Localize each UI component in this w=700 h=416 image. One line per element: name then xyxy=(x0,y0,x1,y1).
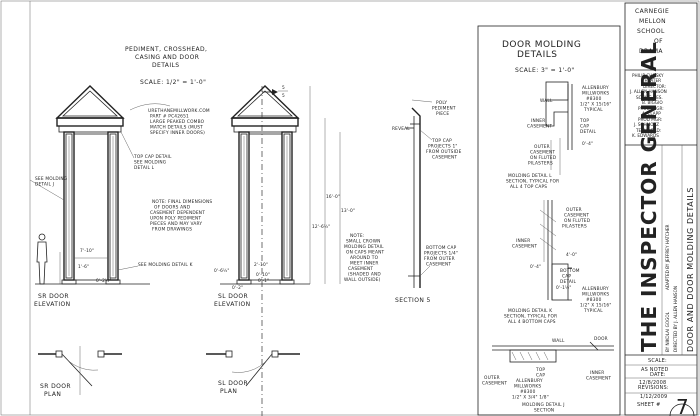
dim-16-0: 16'-0" xyxy=(326,194,340,200)
show-title: THE INSPECTOR GENERAL xyxy=(637,41,661,352)
pediment-scale: SCALE: 1/2" = 1'-0" xyxy=(140,79,206,86)
see-molding-k-note: SEE MOLDING DETAIL K xyxy=(138,262,193,268)
title-block-frame xyxy=(624,2,698,416)
dim-7-10: 7'-10" xyxy=(80,248,94,254)
sr-door-plan xyxy=(38,346,122,395)
dim-13-0: 13'-0" xyxy=(341,208,355,214)
dim-0-4-l: 0'-4" xyxy=(582,141,593,147)
dim-0-1: 0'-1" xyxy=(258,278,269,284)
scale-figure xyxy=(36,233,48,285)
sheet-number: 7 xyxy=(676,395,689,416)
molding-detail-l-drawing xyxy=(545,81,573,175)
sr-dimensions xyxy=(59,252,108,284)
dim-0-2: 0'-2" xyxy=(232,285,243,291)
sheet-title: DOOR AND DOOR MOLDING DETAILS xyxy=(686,187,695,352)
wall-label-j: WALL xyxy=(552,338,565,344)
section-marker-bottom: 5 xyxy=(282,93,285,99)
sl-door-plan xyxy=(206,350,300,387)
molding-detail-k-drawing xyxy=(539,200,572,301)
sheet-label: SHEET # xyxy=(637,402,661,408)
molding-detail-j-drawing xyxy=(492,341,614,363)
title-block xyxy=(625,69,697,394)
dim-0-2-5: 0'-2½" xyxy=(96,277,112,284)
wall-label-l: WALL xyxy=(540,98,553,104)
molding-details-frame xyxy=(477,25,621,416)
dim-2-10: 2'-10" xyxy=(254,262,268,268)
dim-0-6-5: 0'-6½" xyxy=(214,267,230,274)
sheet-number-circle xyxy=(669,403,695,416)
credit-block: PHILIP CHOSKY THEATER DIRECTOR: J. ALLEN… xyxy=(629,73,668,138)
dim-4-0: 4'-0" xyxy=(566,252,577,258)
sl-door-elevation xyxy=(220,85,310,285)
show-credits: BY NIKOLAI GOGOL ADAPTED BY JEFFREY HATC… xyxy=(665,224,670,352)
door-label-j: DOOR xyxy=(594,336,608,342)
section-5-drawing xyxy=(406,99,433,288)
section-marker-top: 5 xyxy=(282,85,285,91)
sr-door-elevation xyxy=(29,85,150,285)
dim-12-6-5: 12'-6½" xyxy=(312,223,330,230)
dim-0-1-5: 0'-1½" xyxy=(556,284,572,291)
scale-value: AS NOTED xyxy=(641,367,669,373)
section-cut-line xyxy=(261,86,278,416)
overall-dimensions xyxy=(309,86,341,284)
revisions-label: REVISIONS: xyxy=(638,385,669,391)
dim-0-10: 0'-10" xyxy=(256,272,270,278)
date-label: DATE: xyxy=(650,372,666,378)
revisions-value: 1/12/2009 xyxy=(640,394,667,400)
dim-0-4-k: 0'-4" xyxy=(530,264,541,270)
section-5-label: SECTION 5 xyxy=(395,297,431,304)
scale-label: SCALE: xyxy=(648,358,667,364)
molding-scale: SCALE: 3" = 1'-0" xyxy=(515,67,575,74)
dim-1-6: 1'-6" xyxy=(78,264,89,270)
show-director-credit: DIRECTED BY J. ALLEN HANSON xyxy=(673,286,678,352)
reveal-label: REVEAL xyxy=(392,126,410,132)
date-value: 12/8/2008 xyxy=(639,380,666,386)
